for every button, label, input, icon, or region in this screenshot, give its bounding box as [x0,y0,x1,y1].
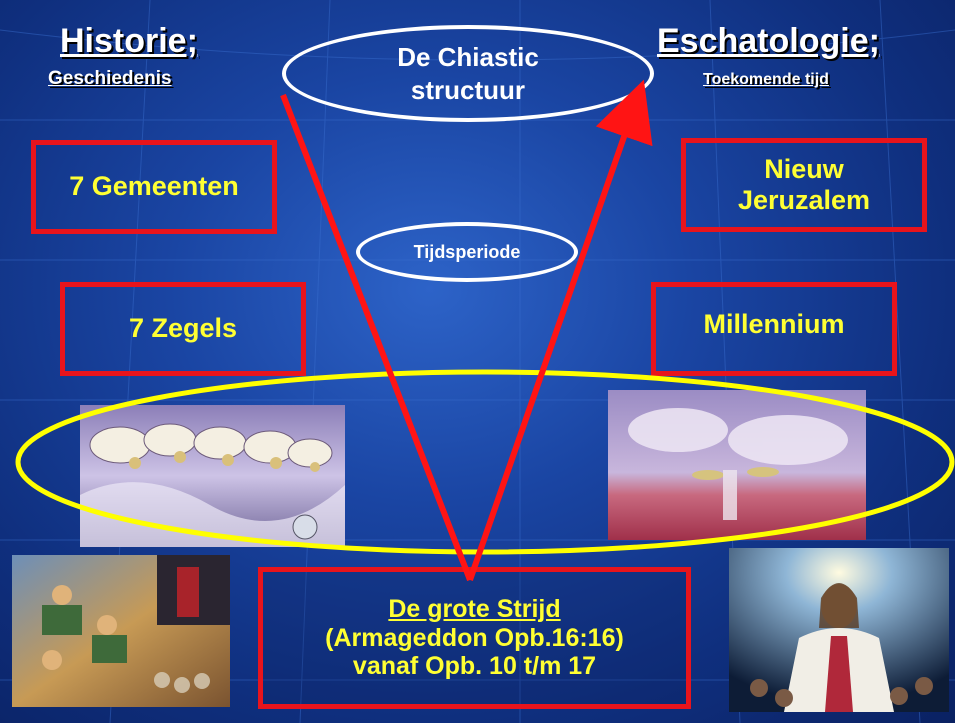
jeruzalem-line: Jeruzalem [738,185,870,216]
box-nieuw-jeruzalem: Nieuw Jeruzalem [681,138,927,232]
angels-bowls-image [608,390,866,540]
vanaf-line: vanaf Opb. 10 t/m 17 [325,652,624,681]
box-de-grote-strijd: De grote Strijd (Armageddon Opb.16:16) v… [258,567,691,709]
chiastic-line-1: De Chiastic [397,41,539,74]
time-period-oval: Tijdsperiode [356,222,578,282]
left-header-title: Historie; [60,22,198,61]
right-header-title: Eschatologie; [657,22,880,61]
battle-scene-image [12,555,230,707]
chiastic-structure-oval: De Chiastic structuur [282,25,654,122]
angels-trumpets-image [80,405,345,547]
grote-strijd-title: De grote Strijd [325,595,624,624]
box-7-zegels: 7 Zegels [60,282,306,376]
box-7-gemeenten: 7 Gemeenten [31,140,277,234]
jesus-light-image [729,548,949,712]
armageddon-line: (Armageddon Opb.16:16) [325,624,624,653]
nieuw-line: Nieuw [738,154,870,185]
chiastic-line-2: structuur [397,74,539,107]
right-header-subtitle: Toekomende tijd [703,71,829,89]
left-header-subtitle: Geschiedenis [48,68,172,90]
box-millennium: Millennium [651,282,897,376]
